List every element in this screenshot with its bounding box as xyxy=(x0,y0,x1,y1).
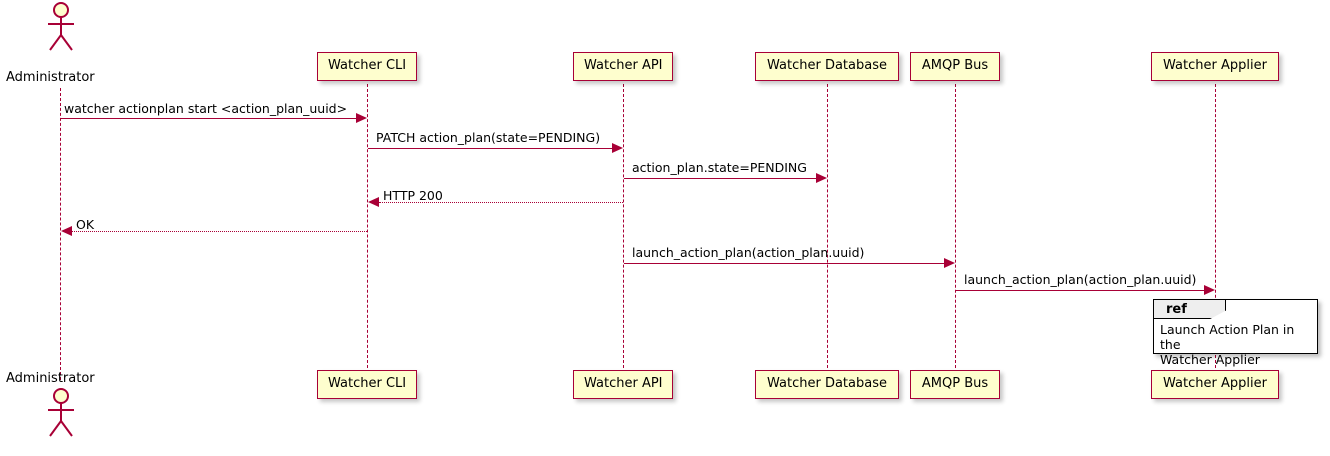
participant-label-watcher-cli-bottom: Watcher CLI xyxy=(328,376,407,391)
message-arrow-7 xyxy=(956,290,1204,291)
participant-watcher-cli-bottom[interactable]: Watcher CLI xyxy=(317,370,417,399)
lifeline-administrator xyxy=(60,88,61,380)
participant-watcher-database-bottom[interactable]: Watcher Database xyxy=(755,370,899,399)
participant-label-watcher-api-bottom: Watcher API xyxy=(584,376,663,391)
actor-administrator-bottom xyxy=(48,388,74,437)
participant-watcher-api-top[interactable]: Watcher API xyxy=(573,52,673,81)
message-arrowhead-1 xyxy=(356,113,367,123)
message-label-3: action_plan.state=PENDING xyxy=(632,160,807,175)
lifeline-watcher-api xyxy=(623,84,624,368)
participant-watcher-database-top[interactable]: Watcher Database xyxy=(755,52,899,81)
message-arrowhead-7 xyxy=(1204,285,1215,295)
participant-amqp-bus-bottom[interactable]: AMQP Bus xyxy=(910,370,1000,399)
participant-watcher-applier-bottom[interactable]: Watcher Applier xyxy=(1151,370,1279,399)
message-arrow-2 xyxy=(368,148,612,149)
participant-label-watcher-database-bottom: Watcher Database xyxy=(767,376,887,391)
message-arrow-1 xyxy=(61,118,357,119)
participant-label-watcher-api-top: Watcher API xyxy=(584,58,663,73)
lifeline-amqp-bus xyxy=(955,84,956,368)
message-arrowhead-4 xyxy=(368,197,379,207)
message-arrowhead-5 xyxy=(61,226,72,236)
participant-label-watcher-database-top: Watcher Database xyxy=(767,58,887,73)
actor-administrator-top xyxy=(48,2,74,51)
participant-amqp-bus-top[interactable]: AMQP Bus xyxy=(910,52,1000,81)
message-label-2: PATCH action_plan(state=PENDING) xyxy=(376,130,601,145)
message-label-6: launch_action_plan(action_plan.uuid) xyxy=(632,245,865,260)
ref-fragment[interactable]: ref Launch Action Plan in the Watcher Ap… xyxy=(1153,299,1318,367)
actor-label-administrator-bottom: Administrator xyxy=(6,371,95,386)
message-arrowhead-3 xyxy=(816,173,827,183)
participant-label-amqp-bus-top: AMQP Bus xyxy=(921,58,989,73)
actor-label-administrator-top: Administrator xyxy=(6,70,95,85)
ref-fragment-tab-label: ref xyxy=(1166,302,1187,317)
message-arrow-5 xyxy=(72,231,367,232)
ref-fragment-tab: ref xyxy=(1154,300,1226,319)
message-label-5: OK xyxy=(76,217,95,232)
participant-label-watcher-applier-bottom: Watcher Applier xyxy=(1163,376,1267,391)
participant-watcher-cli-top[interactable]: Watcher CLI xyxy=(317,52,417,81)
participant-watcher-api-bottom[interactable]: Watcher API xyxy=(573,370,673,399)
lifeline-watcher-database xyxy=(827,84,828,368)
message-label-4: HTTP 200 xyxy=(383,188,443,203)
participant-label-watcher-applier-top: Watcher Applier xyxy=(1163,58,1267,73)
message-arrow-6 xyxy=(624,263,944,264)
message-arrow-3 xyxy=(624,178,816,179)
message-arrowhead-6 xyxy=(944,258,955,268)
lifeline-watcher-cli xyxy=(367,84,368,368)
lifeline-watcher-applier xyxy=(1215,84,1216,368)
participant-label-amqp-bus-bottom: AMQP Bus xyxy=(921,376,989,391)
message-arrow-4 xyxy=(379,202,623,203)
message-label-7: launch_action_plan(action_plan.uuid) xyxy=(964,272,1197,287)
participant-label-watcher-cli-top: Watcher CLI xyxy=(328,58,407,73)
message-label-1: watcher actionplan start <action_plan_uu… xyxy=(64,101,348,116)
message-arrowhead-2 xyxy=(612,143,623,153)
participant-watcher-applier-top[interactable]: Watcher Applier xyxy=(1151,52,1279,81)
ref-fragment-text: Launch Action Plan in the Watcher Applie… xyxy=(1160,322,1295,367)
